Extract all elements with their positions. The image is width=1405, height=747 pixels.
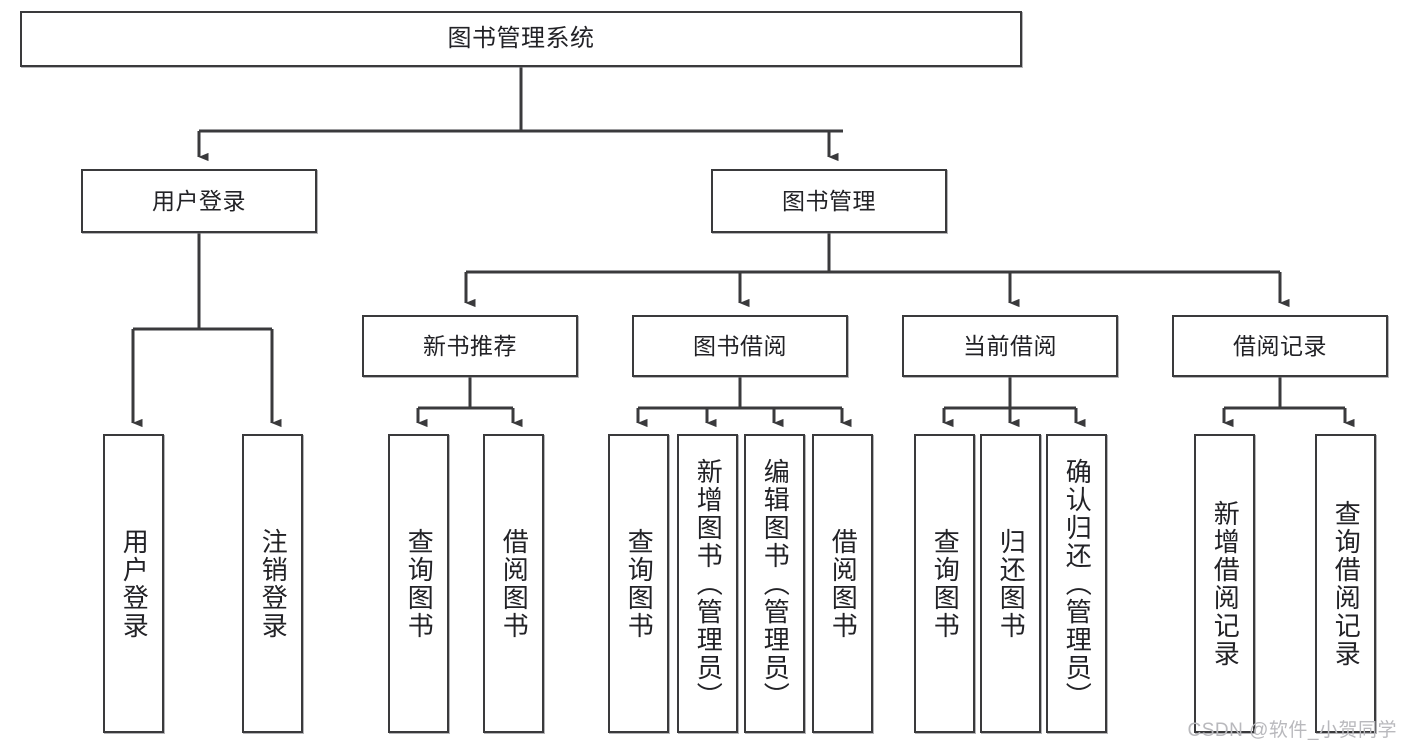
node-book-management[interactable]: 图书管理 [711, 169, 947, 233]
node-current-borrow[interactable]: 当前借阅 [902, 315, 1118, 377]
node-label: 编辑图书（管理员） [760, 457, 791, 710]
leaf-borrow-borrow-book[interactable]: 借阅图书 [812, 434, 873, 733]
leaf-current-query-book[interactable]: 查询图书 [914, 434, 975, 733]
leaf-borrow-edit-book[interactable]: 编辑图书（管理员） [744, 434, 805, 733]
node-label: 新增图书（管理员） [693, 457, 724, 710]
node-label: 图书管理 [782, 187, 876, 214]
node-book-borrow[interactable]: 图书借阅 [632, 315, 848, 377]
leaf-recommend-query-book[interactable]: 查询图书 [388, 434, 449, 733]
node-new-book-recommend[interactable]: 新书推荐 [362, 315, 578, 377]
node-label: 新书推荐 [423, 332, 517, 359]
node-label: 查询图书 [624, 527, 655, 640]
leaf-current-confirm-return[interactable]: 确认归还（管理员） [1046, 434, 1107, 733]
node-label: 用户登录 [152, 187, 246, 214]
leaf-record-query-record[interactable]: 查询借阅记录 [1315, 434, 1376, 733]
node-borrow-record[interactable]: 借阅记录 [1172, 315, 1388, 377]
node-label: 查询借阅记录 [1331, 499, 1362, 668]
leaf-user-login-logout[interactable]: 注销登录 [242, 434, 303, 733]
node-label: 图书借阅 [693, 332, 787, 359]
leaf-borrow-query-book[interactable]: 查询图书 [608, 434, 669, 733]
node-label: 注销登录 [258, 527, 289, 640]
node-label: 新增借阅记录 [1210, 499, 1241, 668]
node-label: 图书管理系统 [447, 25, 595, 52]
node-user-login[interactable]: 用户登录 [81, 169, 317, 233]
leaf-recommend-borrow-book[interactable]: 借阅图书 [483, 434, 544, 733]
leaf-record-add-record[interactable]: 新增借阅记录 [1194, 434, 1255, 733]
node-label: 用户登录 [119, 527, 150, 640]
leaf-borrow-add-book[interactable]: 新增图书（管理员） [677, 434, 738, 733]
node-label: 查询图书 [404, 527, 435, 640]
leaf-user-login-login[interactable]: 用户登录 [103, 434, 164, 733]
node-label: 借阅记录 [1233, 332, 1327, 359]
node-label: 归还图书 [996, 527, 1027, 640]
node-label: 确认归还（管理员） [1062, 457, 1093, 710]
node-label: 借阅图书 [499, 527, 530, 640]
node-label: 当前借阅 [963, 332, 1057, 359]
leaf-current-return-book[interactable]: 归还图书 [980, 434, 1041, 733]
node-label: 借阅图书 [828, 527, 859, 640]
node-root-system[interactable]: 图书管理系统 [20, 11, 1022, 67]
node-label: 查询图书 [930, 527, 961, 640]
csdn-watermark: CSDN @软件_小贺同学 [1187, 720, 1397, 741]
